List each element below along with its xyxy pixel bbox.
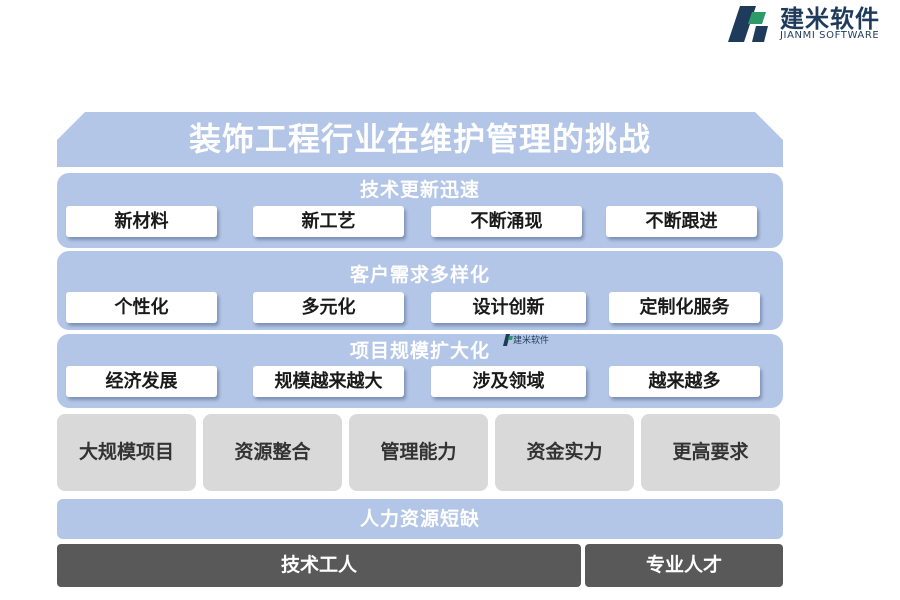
- tech-update-item: 不断涌现: [431, 206, 582, 237]
- section-title-project-scale: 项目规模扩大化: [349, 340, 490, 362]
- requirement-box: 大规模项目: [57, 414, 196, 491]
- customer-needs-item: 设计创新: [431, 292, 586, 323]
- project-scale-item: 规模越来越大: [253, 366, 404, 397]
- watermark-text: 建米软件: [513, 336, 550, 346]
- project-scale-item: 经济发展: [66, 366, 217, 397]
- watermark-logo-icon: [503, 334, 513, 346]
- diagram-title: 装饰工程行业在维护管理的挑战: [188, 120, 651, 158]
- requirement-box: 管理能力: [349, 414, 488, 491]
- section-title-customer-needs: 客户需求多样化: [349, 264, 490, 286]
- requirement-box: 资源整合: [203, 414, 342, 491]
- tech-update-item: 不断跟进: [606, 206, 757, 237]
- talent-professionals: 专业人才: [585, 544, 783, 587]
- customer-needs-item: 个性化: [66, 292, 217, 323]
- requirement-box: 资金实力: [495, 414, 634, 491]
- logo-mark-icon: [728, 6, 768, 42]
- project-scale-item: 越来越多: [609, 366, 760, 397]
- customer-needs-item: 定制化服务: [609, 292, 760, 323]
- title-banner: [57, 112, 783, 167]
- tech-update-item: 新材料: [66, 206, 217, 237]
- logo-name-cn: 建米软件: [780, 5, 880, 33]
- section-title-tech-update: 技术更新迅速: [359, 179, 480, 201]
- brand-logo: 建米软件 JIANMI SOFTWARE: [722, 0, 900, 48]
- project-scale-item: 涉及领域: [431, 366, 586, 397]
- logo-name-en: JIANMI SOFTWARE: [780, 30, 880, 41]
- talent-technical-workers: 技术工人: [57, 544, 581, 587]
- shortage-label: 人力资源短缺: [359, 508, 480, 530]
- shortage-bar: [57, 499, 783, 539]
- customer-needs-item: 多元化: [253, 292, 404, 323]
- requirement-box: 更高要求: [641, 414, 780, 491]
- tech-update-item: 新工艺: [253, 206, 404, 237]
